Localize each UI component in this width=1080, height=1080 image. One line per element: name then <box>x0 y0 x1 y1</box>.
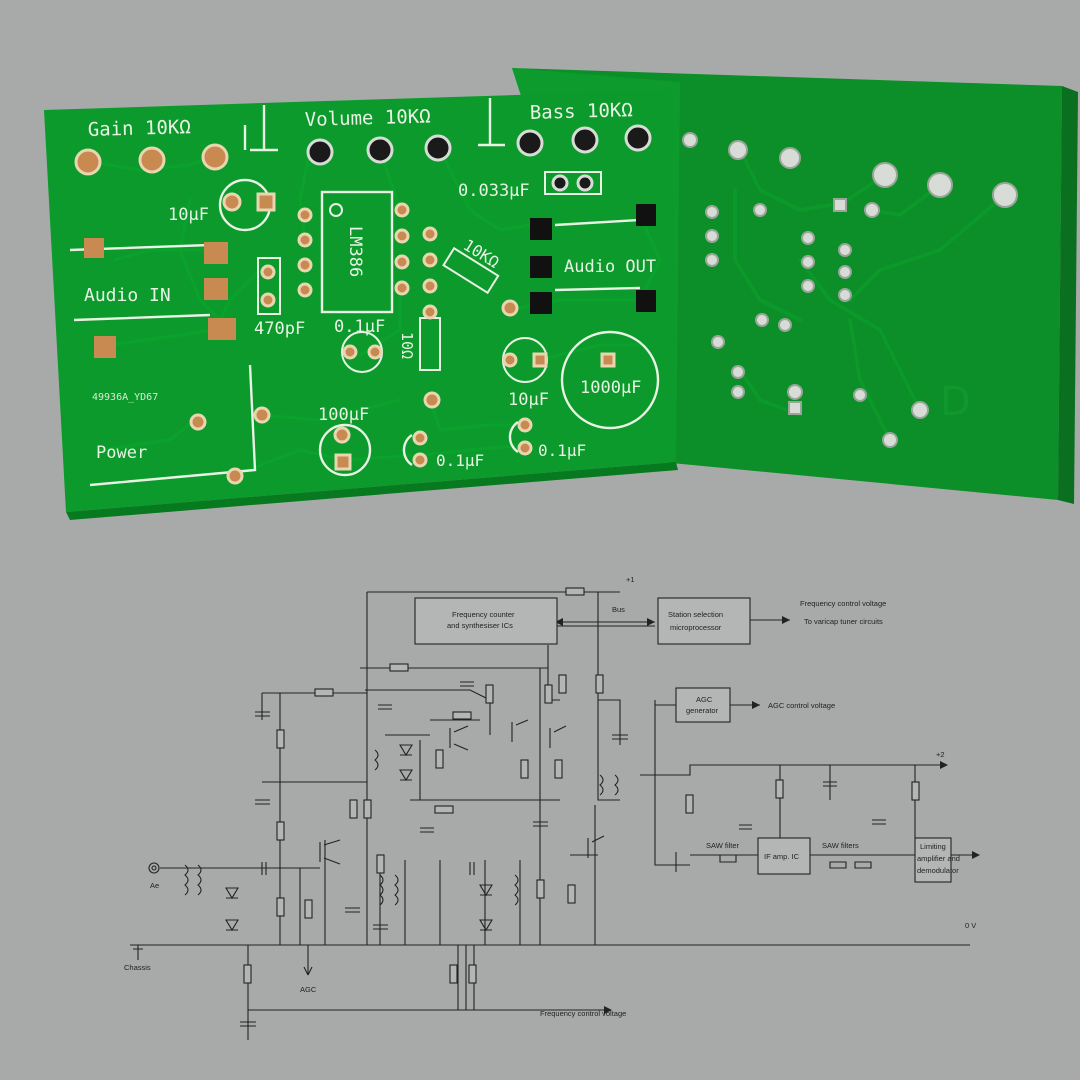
station-selection-block <box>657 597 751 645</box>
cap-10uf-label: 10μF <box>168 205 209 225</box>
gain-label: Gain 10KΩ <box>88 116 192 141</box>
freq-counter-label-2: and synthesiser ICs <box>447 621 513 630</box>
cap-100uf-label: 100μF <box>318 405 369 425</box>
station-label-1: Station selection <box>668 610 723 619</box>
saw-filters-label: SAW filters <box>822 841 859 850</box>
volume-label: Volume 10KΩ <box>305 105 431 131</box>
cap-01uf-a-label: 0.1μF <box>334 317 385 337</box>
bus-line <box>555 621 655 627</box>
agc-gen-label-1: AGC <box>696 695 713 704</box>
supply-1-label: +1 <box>626 575 635 584</box>
freq-counter-label-1: Frequency counter <box>452 610 515 619</box>
schematic-capacitors <box>240 681 886 1027</box>
schematic-blocks <box>414 597 952 883</box>
aerial-label: Ae <box>150 881 159 890</box>
schematic-active <box>130 719 872 976</box>
board-id-label: 49936A_YD67 <box>92 392 158 403</box>
ic-label: LM386 <box>345 226 365 277</box>
silk-outlines <box>69 98 660 487</box>
cap-1000uf-label: 1000μF <box>580 378 641 398</box>
schematic-arrows <box>555 616 980 1014</box>
if-amp-label: IF amp. IC <box>764 852 800 861</box>
bus-label: Bus <box>612 605 625 614</box>
cap-01uf-b-label: 0.1μF <box>436 451 484 470</box>
bass-label: Bass 10KΩ <box>530 99 634 124</box>
cap-0033uf-label: 0.033μF <box>458 181 530 201</box>
freq-ctrl-top-label: Frequency control voltage <box>800 599 886 608</box>
schematic: +1 Frequency counter and synthesiser ICs… <box>124 575 980 1040</box>
power-label: Power <box>96 443 147 463</box>
schematic-wires <box>135 591 975 1040</box>
limiter-label-2: amplifier and <box>917 854 960 863</box>
agc-label: AGC <box>300 985 317 994</box>
pcb-front-board: Gain 10KΩ Volume 10KΩ Bass 10KΩ 10μF 0.0… <box>44 90 678 520</box>
svg-text:D: D <box>940 379 971 425</box>
front-pads <box>74 124 656 485</box>
limiter-label-1: Limiting <box>920 842 946 851</box>
limiter-label-3: demodulator <box>917 866 959 875</box>
saw-filter-label: SAW filter <box>706 841 740 850</box>
freq-counter-block <box>414 597 558 645</box>
supply-2-label: +2 <box>936 750 945 759</box>
agc-generator-block <box>675 687 731 723</box>
back-pads <box>682 132 1018 448</box>
station-label-2: microprocessor <box>670 623 722 632</box>
chassis-label: Chassis <box>124 963 151 972</box>
cap-10uf-b-label: 10μF <box>508 390 549 410</box>
limiter-demod-block <box>914 837 952 883</box>
zero-v-label: 0 V <box>965 921 976 930</box>
varicap-label: To varicap tuner circuits <box>804 617 883 626</box>
cap-470pf-label: 470pF <box>254 319 305 339</box>
schematic-labels: +1 Frequency counter and synthesiser ICs… <box>124 575 976 1018</box>
res-10-label: 10Ω <box>398 332 416 359</box>
schematic-resistors <box>243 587 920 984</box>
if-amp-block <box>757 837 811 875</box>
silk-labels: Gain 10KΩ Volume 10KΩ Bass 10KΩ 10μF 0.0… <box>84 99 656 470</box>
audio-in-label: Audio IN <box>84 285 171 306</box>
agc-gen-label-2: generator <box>686 706 719 715</box>
freq-ctrl-bottom-label: Frequency control voltage <box>540 1009 626 1018</box>
cap-01uf-c-label: 0.1μF <box>538 441 586 460</box>
audio-out-label: Audio OUT <box>564 257 656 277</box>
agc-ctrl-label: AGC control voltage <box>768 701 835 710</box>
